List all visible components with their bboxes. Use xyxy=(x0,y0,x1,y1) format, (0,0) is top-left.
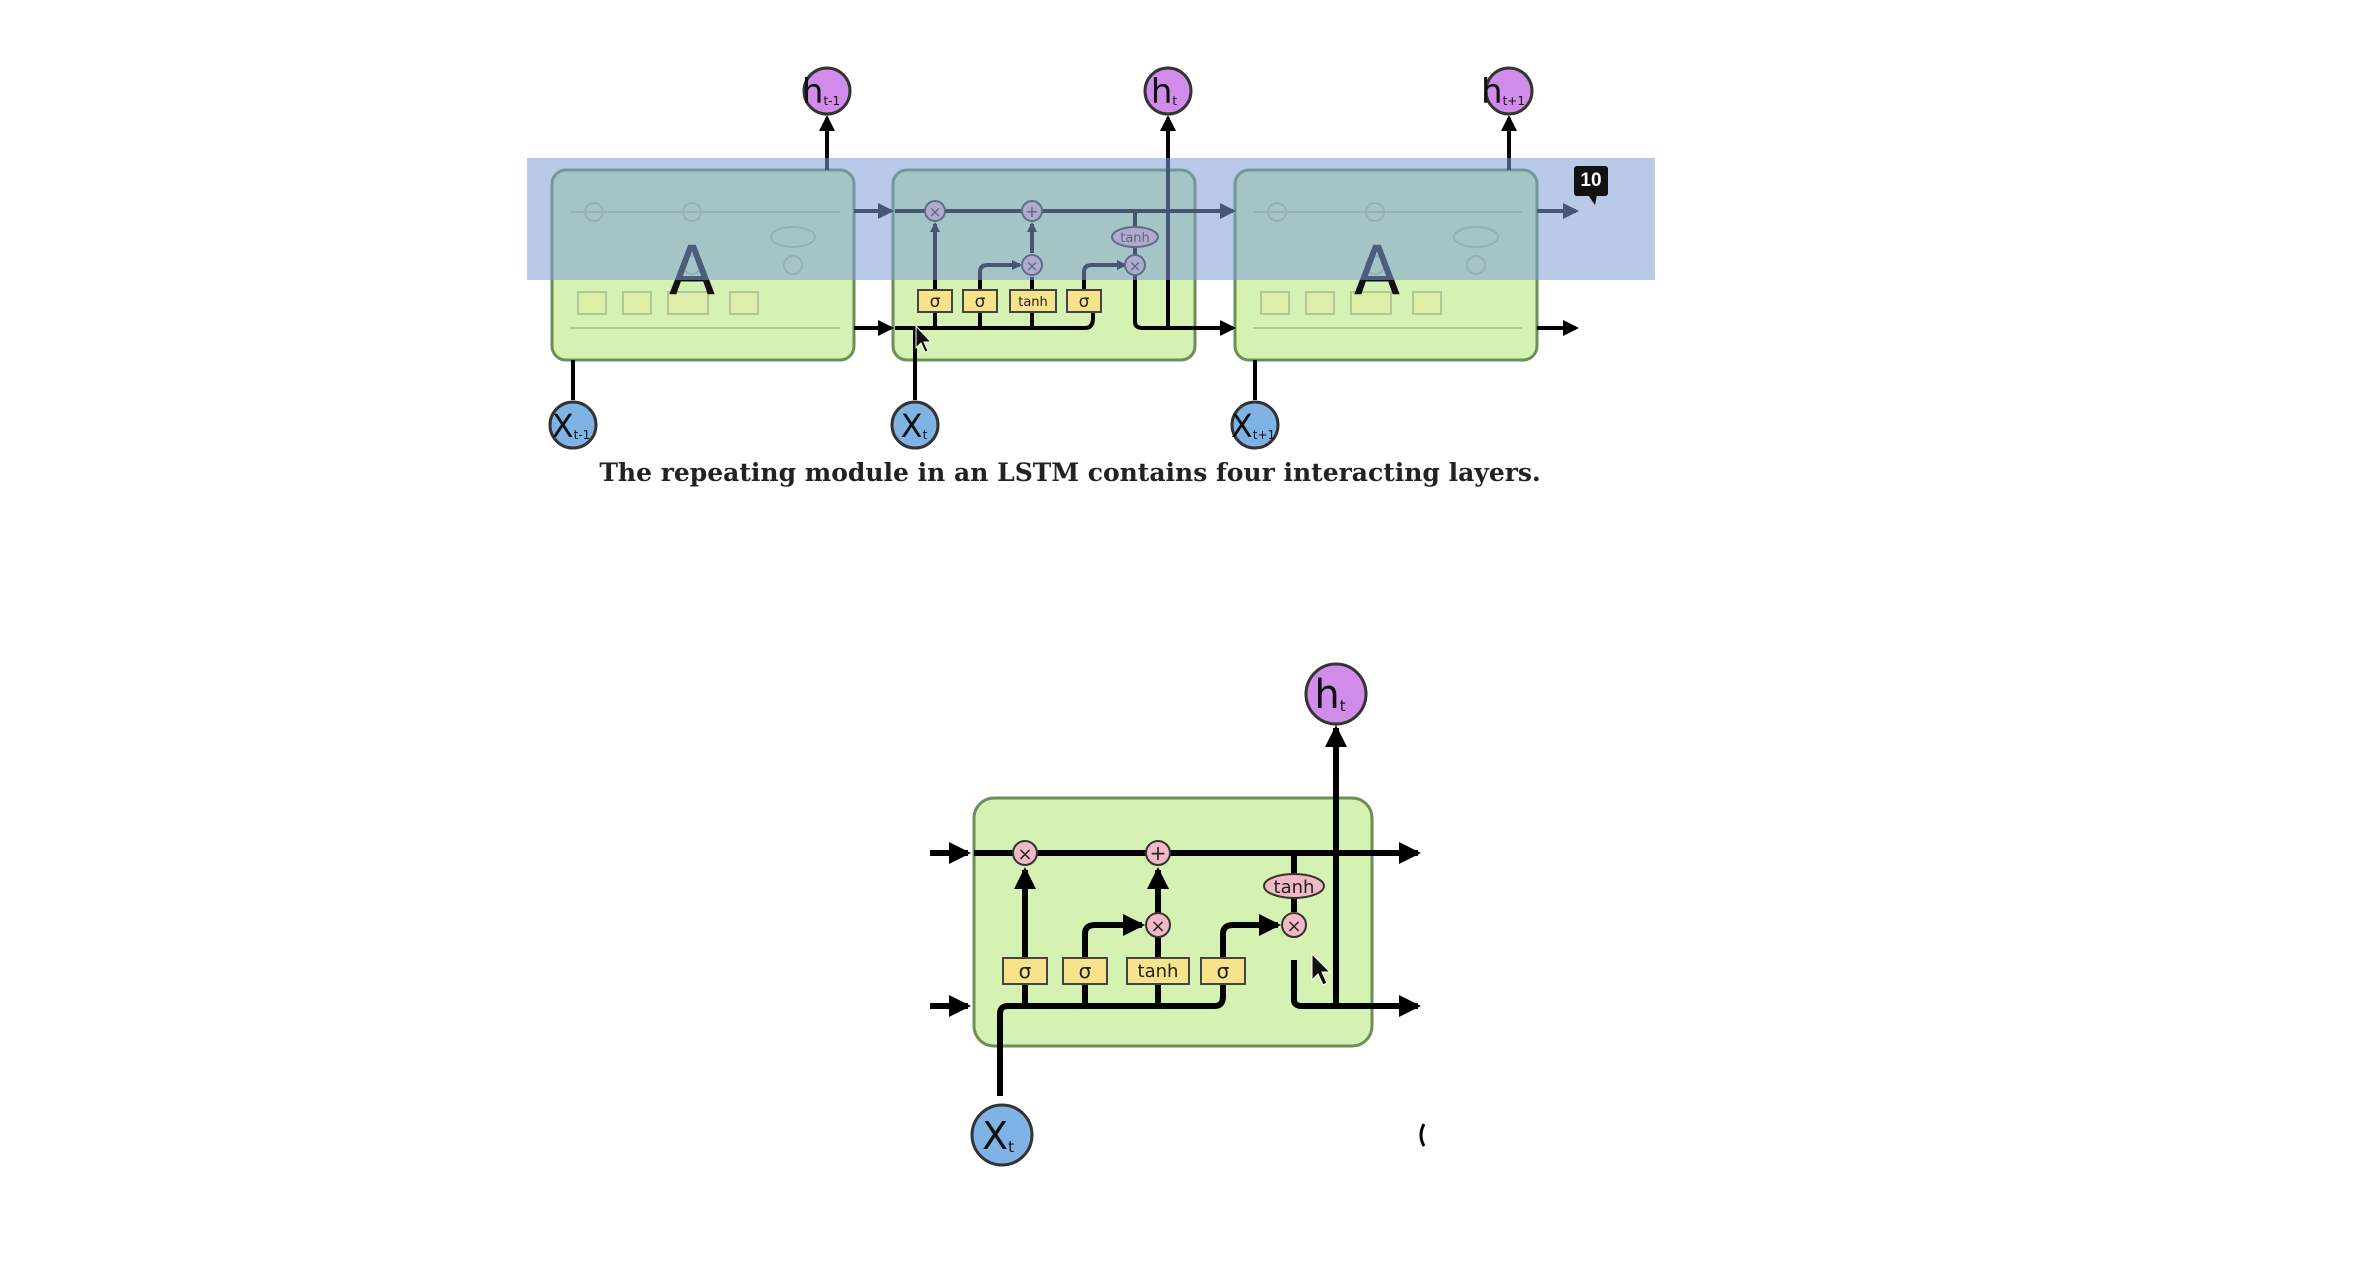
top-output-nodes: ht-1 ht ht+1 xyxy=(802,66,1534,116)
bottom-forget-multiply-symbol: × xyxy=(1017,844,1032,865)
middle-cell-gates: σ σ tanh σ xyxy=(917,289,1102,313)
input-node-left-text: Xt-1 xyxy=(552,407,591,445)
bottom-input-multiply-symbol: × xyxy=(1150,916,1165,937)
forget-gate xyxy=(917,289,953,313)
bottom-output-tanh-label: tanh xyxy=(1274,877,1315,898)
bottom-output-gate xyxy=(1200,957,1246,985)
top-lstm-chain: A A xyxy=(527,66,1655,450)
bottom-input-gate-label: σ xyxy=(1079,959,1092,983)
bottom-mouse-cursor-icon xyxy=(1311,952,1332,986)
bottom-candidate-gate-label: tanh xyxy=(1138,961,1179,982)
mouse-cursor-icon xyxy=(915,324,933,353)
bottom-cell-add-op xyxy=(1145,840,1171,866)
output-node-right-text: ht+1 xyxy=(1481,72,1525,112)
output-node-middle-text: ht xyxy=(1151,72,1178,112)
forget-gate-label: σ xyxy=(930,292,941,312)
highlight-band xyxy=(527,158,1655,280)
input-node-left xyxy=(548,400,598,450)
bottom-input-node-text: Xt xyxy=(982,1114,1014,1158)
input-gate-label: σ xyxy=(975,292,986,312)
bottom-candidate-gate xyxy=(1126,957,1190,985)
bottom-output-multiply-symbol: × xyxy=(1286,916,1301,937)
bottom-forget-gate xyxy=(1002,957,1048,985)
top-input-nodes: Xt-1 Xt Xt+1 xyxy=(548,400,1280,450)
bottom-output-tanh-op xyxy=(1263,873,1325,899)
bottom-input-node xyxy=(970,1103,1034,1167)
input-node-right xyxy=(1230,400,1280,450)
output-node-middle xyxy=(1143,66,1193,116)
output-node-left-text: ht-1 xyxy=(802,72,840,112)
candidate-gate-label: tanh xyxy=(1018,295,1048,310)
bottom-cell-add-symbol: + xyxy=(1150,841,1167,865)
output-gate xyxy=(1066,289,1102,313)
bottom-forget-multiply-op xyxy=(1012,840,1038,866)
input-node-middle xyxy=(890,400,940,450)
bottom-cell-ops: × + × tanh × xyxy=(1012,840,1325,938)
bottom-output-node-text: ht xyxy=(1314,672,1345,718)
input-gate xyxy=(962,289,998,313)
output-node-left xyxy=(802,66,852,116)
bottom-lstm-cell: × + × tanh × σ σ tanh σ ht Xt xyxy=(930,662,1426,1167)
candidate-gate xyxy=(1009,289,1057,313)
output-gate-label: σ xyxy=(1079,292,1090,312)
bottom-cell-connections xyxy=(930,725,1421,1096)
input-node-right-text: Xt+1 xyxy=(1231,407,1275,445)
bottom-output-node xyxy=(1304,662,1368,726)
bottom-input-gate xyxy=(1062,957,1108,985)
figure-caption: The repeating module in an LSTM contains… xyxy=(599,458,1541,487)
comment-count-badge[interactable]: 10 xyxy=(1574,166,1608,205)
bottom-output-multiply-op xyxy=(1281,912,1307,938)
input-node-middle-text: Xt xyxy=(901,407,928,445)
bottom-input-multiply-op xyxy=(1145,912,1171,938)
stray-mark xyxy=(1419,1123,1426,1147)
output-node-right xyxy=(1484,66,1534,116)
bottom-cell-gates: σ σ tanh σ xyxy=(1002,957,1246,985)
bottom-forget-gate-label: σ xyxy=(1019,959,1032,983)
bottom-output-gate-label: σ xyxy=(1217,959,1230,983)
